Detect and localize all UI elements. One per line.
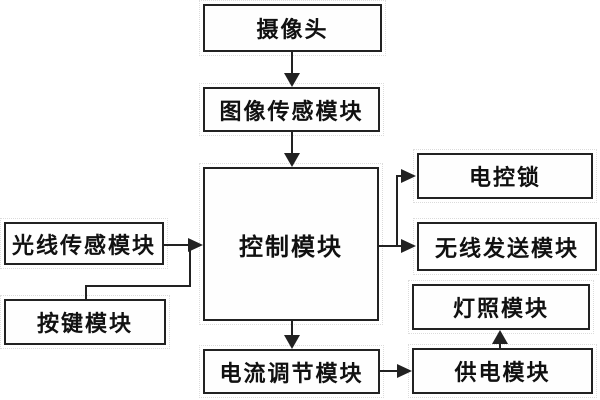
arrowhead-current-to-supply	[397, 364, 412, 378]
connector-image-sensor-to-control	[291, 132, 293, 154]
arrowhead-light-sensor-to-control	[188, 238, 203, 252]
connector-current-to-supply	[380, 370, 398, 372]
node-current-regulation-module: 电流调节模块	[199, 345, 384, 398]
connector-supply-to-lighting	[499, 343, 501, 349]
arrowhead-supply-to-lighting	[492, 330, 508, 344]
node-image-sensor-module: 图像传感模块	[199, 83, 384, 136]
connector-light-sensor-to-control	[163, 244, 189, 246]
connector-camera-to-image-sensor	[291, 52, 293, 74]
node-wireless-send-module: 无线发送模块	[413, 218, 600, 275]
arrowhead-control-to-lock	[401, 169, 416, 183]
connector-control-to-current	[291, 321, 293, 336]
connector-control-to-lock-stub	[396, 175, 403, 177]
node-electric-lock: 电控锁	[413, 149, 597, 203]
node-power-supply-module: 供电模块	[408, 344, 597, 398]
connector-control-to-lock-riser	[396, 175, 398, 246]
connector-key-module-riser	[85, 286, 87, 300]
connector-key-module-to-control	[189, 245, 191, 287]
node-light-sensor-module: 光线传感模块	[0, 218, 168, 269]
arrowhead-image-sensor-to-control	[284, 153, 300, 167]
arrowhead-control-to-current	[284, 335, 300, 349]
connector-control-to-wireless	[379, 245, 402, 247]
node-camera: 摄像头	[199, 0, 386, 56]
node-key-module: 按键模块	[0, 295, 170, 349]
arrowhead-camera-to-image-sensor	[284, 73, 300, 87]
arrowhead-control-to-wireless	[401, 239, 416, 253]
node-control-module: 控制模块	[199, 163, 383, 325]
node-lighting-module: 灯照模块	[408, 280, 594, 334]
connector-key-module-horizontal	[85, 285, 191, 287]
